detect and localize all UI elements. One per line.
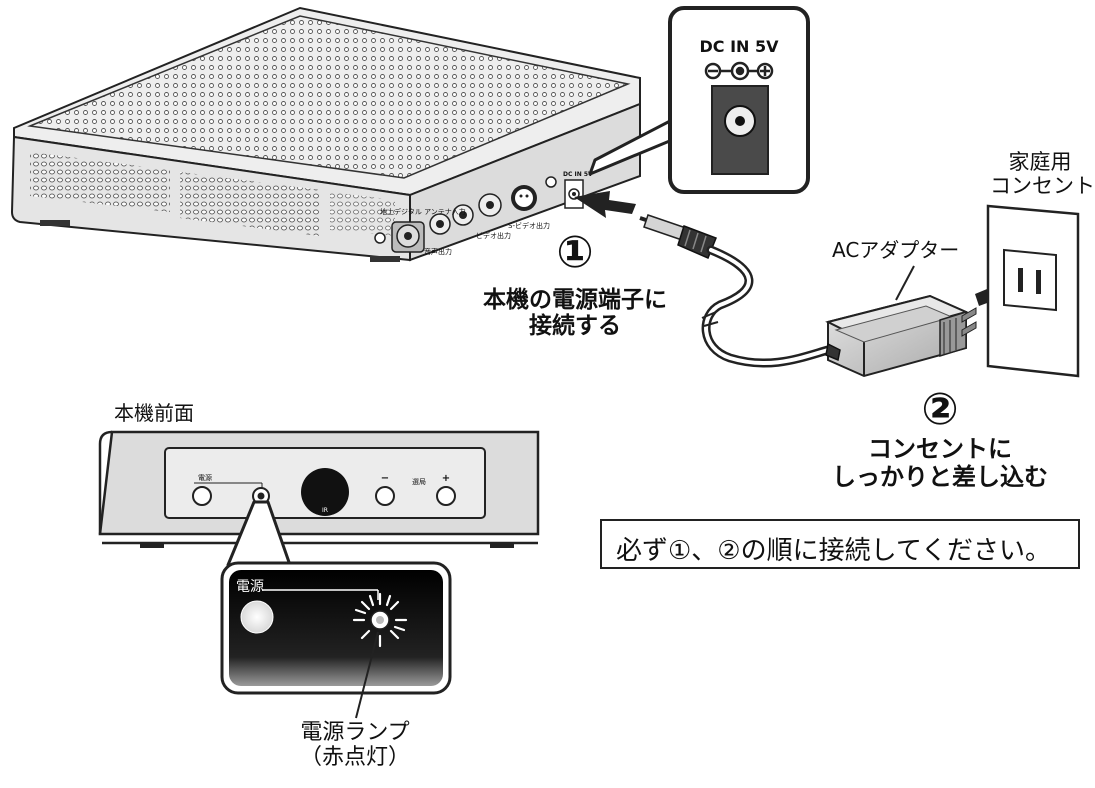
- rear-audio-label: 音声出力: [424, 247, 452, 256]
- dc-in-label: DC IN 5V: [699, 37, 779, 56]
- svideo-output-jack: [511, 185, 537, 211]
- order-note-box: 必ず①、②の順に接続してください。: [600, 519, 1080, 569]
- front-minus-label: −: [381, 473, 389, 484]
- power-lamp-zoom: [220, 561, 452, 695]
- tuner-box-rear: 地上デジタル アンテナ入力 音声出力 ビデオ出力 S-ビデオ出力 DC IN 5…: [10, 6, 641, 262]
- polarity-icon: [704, 61, 774, 81]
- rear-antenna-label: 地上デジタル アンテナ入力: [380, 207, 466, 216]
- rear-dc-label: DC IN 5V: [563, 171, 593, 178]
- rear-video-label: ビデオ出力: [476, 231, 511, 240]
- adapter-leader-line: [895, 265, 915, 301]
- rear-svideo-label: S-ビデオ出力: [508, 221, 550, 230]
- dc-plug: [639, 214, 717, 259]
- front-panel-title: 本機前面: [114, 401, 194, 425]
- zoom-power-label: 電源: [236, 579, 264, 595]
- front-ir-label: IR: [322, 507, 328, 514]
- step2-text: コンセントに しっかりと差し込む: [832, 435, 1048, 491]
- video-output-jack: [478, 193, 502, 217]
- outlet-label: 家庭用 コンセント: [990, 150, 1095, 199]
- adapter-cable: [701, 245, 833, 368]
- cable-break-mark: [701, 311, 719, 327]
- step1-number: ①: [556, 227, 594, 278]
- dc-in-jack-small: [564, 179, 584, 209]
- tuner-front-panel: 電源 選局 − + IR: [98, 430, 540, 548]
- front-plus-label: +: [442, 473, 450, 484]
- lamp-glow-rays: [352, 592, 408, 648]
- front-power-label: 電源: [198, 473, 212, 482]
- audio-output-jacks: [429, 204, 474, 235]
- dc-jack-zoom: DC IN 5V: [668, 6, 810, 194]
- front-channel-label: 選局: [412, 477, 426, 486]
- order-note: 必ず①、②の順に接続してください。: [616, 536, 1052, 566]
- step1-text: 本機の電源端子に 接続する: [483, 287, 667, 340]
- step2-number: ②: [921, 384, 959, 435]
- wall-outlet: [986, 204, 1080, 378]
- insert-arrow-dc: [574, 191, 636, 218]
- ac-adapter: [825, 294, 977, 378]
- lamp-leader-line: [355, 631, 379, 719]
- power-lamp-label: 電源ランプ （赤点灯）: [299, 720, 410, 771]
- antenna-input-jack: [391, 221, 425, 253]
- adapter-label: ACアダプター: [832, 238, 960, 262]
